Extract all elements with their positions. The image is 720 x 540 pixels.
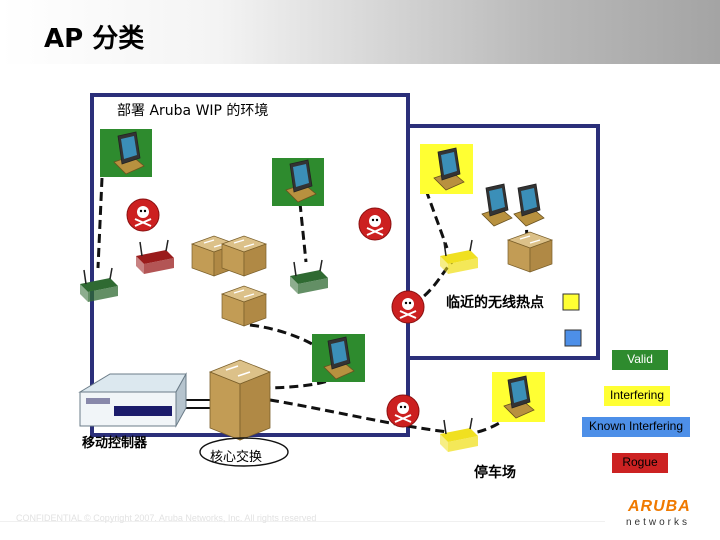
logo-sub: networks: [626, 517, 691, 528]
rogue-skull-1: [126, 198, 160, 232]
laptop4a-icon: [481, 183, 513, 227]
laptop4b-icon: [513, 183, 545, 227]
aruba-logo: ARUBA networks: [612, 496, 712, 536]
mobility-controller: [78, 372, 187, 428]
legend-interfering-swatch: [604, 386, 670, 406]
legend-valid-label: Valid: [627, 352, 653, 366]
rogue-skull-4: [386, 394, 420, 428]
legend-known-swatch: [582, 417, 690, 437]
legend-neighbor-yellow: [562, 293, 580, 311]
small-switch-b: [221, 235, 267, 277]
ap-valid-left: [79, 267, 119, 303]
legend-interfering-label: Interfering: [609, 388, 665, 402]
ap-rogue-red: [135, 239, 175, 275]
legend-neighbor-blue: [564, 329, 582, 347]
core-switch: [208, 359, 272, 441]
page-title: AP 分类: [44, 24, 145, 54]
rogue-skull-2: [358, 207, 392, 241]
core-switch-ring: [199, 437, 289, 467]
aruba-wip-zone-label: 部署 Aruba WIP 的环境: [117, 103, 269, 119]
core-switch-label: 核心交换: [210, 450, 263, 465]
legend-rogue-swatch: [612, 453, 668, 473]
footer-divider: [0, 521, 605, 522]
parking-label: 停车场: [474, 465, 516, 481]
neighbor-zone: [406, 124, 600, 360]
cable-laptop3-ap: [424, 189, 449, 249]
neighbor-zone-label: 临近的无线热点: [446, 295, 544, 311]
legend: [582, 350, 690, 473]
floor-switch: [221, 285, 267, 327]
legend-rogue-label: Rogue: [622, 455, 658, 469]
ap-yellow-parking: [439, 417, 479, 453]
legend-valid-swatch: [612, 350, 668, 370]
title-bar: [0, 0, 720, 64]
controller-label: 移动控制器: [82, 436, 148, 451]
cable-laptop1-ap: [96, 177, 104, 269]
logo-word: ARUBA: [628, 498, 691, 515]
cable-laptop2-ap: [298, 202, 308, 263]
ap-valid-center: [289, 259, 329, 295]
cable-switch2-yellowap: [269, 398, 449, 434]
legend-known-interfering-label: Known Interfering: [588, 419, 684, 433]
small-switch-c: [507, 231, 553, 273]
rogue-skull-3: [391, 290, 425, 324]
footer-copyright: CONFIDENTIAL © Copyright 2007. Aruba Net…: [16, 513, 317, 523]
